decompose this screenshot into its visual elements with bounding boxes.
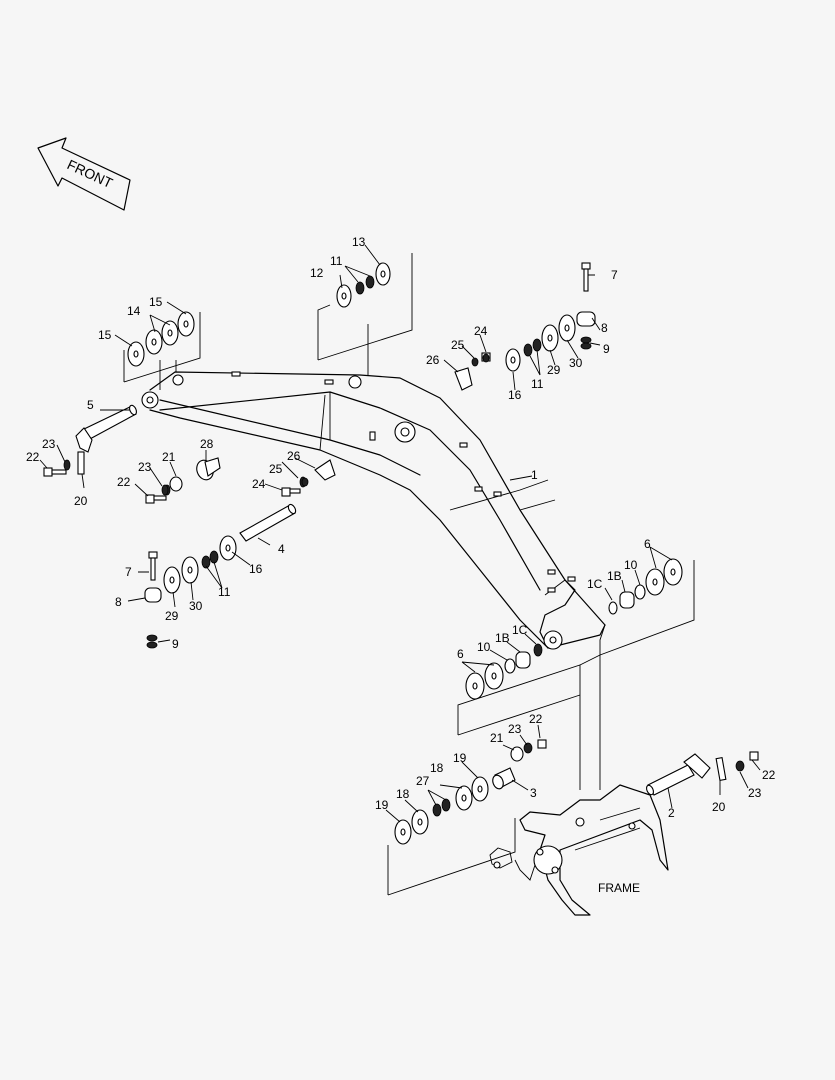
label-8-bottom: 8 bbox=[115, 595, 122, 609]
label-1b-left: 1B bbox=[495, 631, 510, 645]
label-10-left: 10 bbox=[477, 640, 491, 654]
label-1b-right: 1B bbox=[607, 569, 622, 583]
label-18-left: 18 bbox=[396, 787, 410, 801]
label-1c-right: 1C bbox=[587, 577, 603, 591]
label-21-top: 21 bbox=[162, 450, 176, 464]
bracket-lines bbox=[123, 253, 695, 896]
label-15-left: 15 bbox=[98, 328, 112, 342]
label-25-mid: 25 bbox=[269, 462, 283, 476]
label-16-top: 16 bbox=[508, 388, 522, 402]
label-2: 2 bbox=[668, 806, 675, 820]
label-29-top: 29 bbox=[547, 363, 561, 377]
label-30-bottom: 30 bbox=[189, 599, 203, 613]
label-7-top: 7 bbox=[611, 268, 618, 282]
label-18-right: 18 bbox=[430, 761, 444, 775]
pin-4 bbox=[239, 503, 297, 542]
label-14: 14 bbox=[127, 304, 141, 318]
label-23-frame-right: 23 bbox=[748, 786, 762, 800]
leader-lines bbox=[39, 244, 761, 823]
label-30-top: 30 bbox=[569, 356, 583, 370]
pin-5 bbox=[75, 404, 137, 475]
label-23-mid: 23 bbox=[138, 460, 152, 474]
label-10-right: 10 bbox=[624, 558, 638, 572]
label-15-top: 15 bbox=[149, 295, 163, 309]
label-8-top: 8 bbox=[601, 321, 608, 335]
label-5: 5 bbox=[87, 398, 94, 412]
frame-body: FRAME bbox=[489, 784, 669, 916]
label-25-top: 25 bbox=[451, 338, 465, 352]
label-24-mid: 24 bbox=[252, 477, 266, 491]
label-23-left: 23 bbox=[42, 437, 56, 451]
label-19-right: 19 bbox=[453, 751, 467, 765]
label-11-bottom: 11 bbox=[218, 585, 231, 599]
label-12: 12 bbox=[310, 266, 324, 280]
bolt-7-bottom bbox=[144, 551, 162, 649]
label-1c-left: 1C bbox=[512, 623, 528, 637]
label-22-mid: 22 bbox=[117, 475, 131, 489]
label-22-frame-right: 22 bbox=[762, 768, 776, 782]
label-27: 27 bbox=[416, 774, 430, 788]
label-9-top: 9 bbox=[603, 342, 610, 356]
label-26-mid: 26 bbox=[287, 449, 301, 463]
bolt-24-mid bbox=[281, 459, 336, 497]
label-28: 28 bbox=[200, 437, 214, 451]
pin-2 bbox=[646, 753, 727, 796]
part-labels: 1 2 3 4 5 6 6 7 7 8 8 9 9 10 10 11 11 11… bbox=[26, 235, 776, 820]
label-23-frame-mid: 23 bbox=[508, 722, 522, 736]
label-4: 4 bbox=[278, 542, 285, 556]
bolt-22-frame-right bbox=[735, 751, 759, 772]
front-arrow-icon: FRONT bbox=[37, 137, 131, 211]
label-20-right: 20 bbox=[712, 800, 726, 814]
label-11-top: 11 bbox=[330, 254, 343, 268]
label-3: 3 bbox=[530, 786, 537, 800]
frame-label: FRAME bbox=[598, 881, 640, 895]
bolt-22-left bbox=[43, 459, 71, 477]
washers bbox=[127, 262, 683, 845]
boom-body bbox=[141, 371, 606, 650]
label-11-right: 11 bbox=[531, 377, 544, 391]
label-22-left: 22 bbox=[26, 450, 40, 464]
label-21-bottom: 21 bbox=[490, 731, 504, 745]
label-24-top: 24 bbox=[474, 324, 488, 338]
label-6-left: 6 bbox=[457, 647, 464, 661]
label-7-bottom: 7 bbox=[125, 565, 132, 579]
label-20-left: 20 bbox=[74, 494, 88, 508]
label-19-left: 19 bbox=[375, 798, 389, 812]
bolt-7-top bbox=[576, 262, 596, 350]
pin-3 bbox=[492, 767, 516, 790]
label-26-top: 26 bbox=[426, 353, 440, 367]
bolt-22-frame-mid bbox=[510, 739, 547, 762]
label-1: 1 bbox=[531, 468, 538, 482]
label-6-right: 6 bbox=[644, 537, 651, 551]
pin-28 bbox=[196, 457, 221, 481]
label-9-bottom: 9 bbox=[172, 637, 179, 651]
label-29-bottom: 29 bbox=[165, 609, 179, 623]
label-16-bottom: 16 bbox=[249, 562, 263, 576]
label-13: 13 bbox=[352, 235, 366, 249]
label-22-frame-mid: 22 bbox=[529, 712, 543, 726]
